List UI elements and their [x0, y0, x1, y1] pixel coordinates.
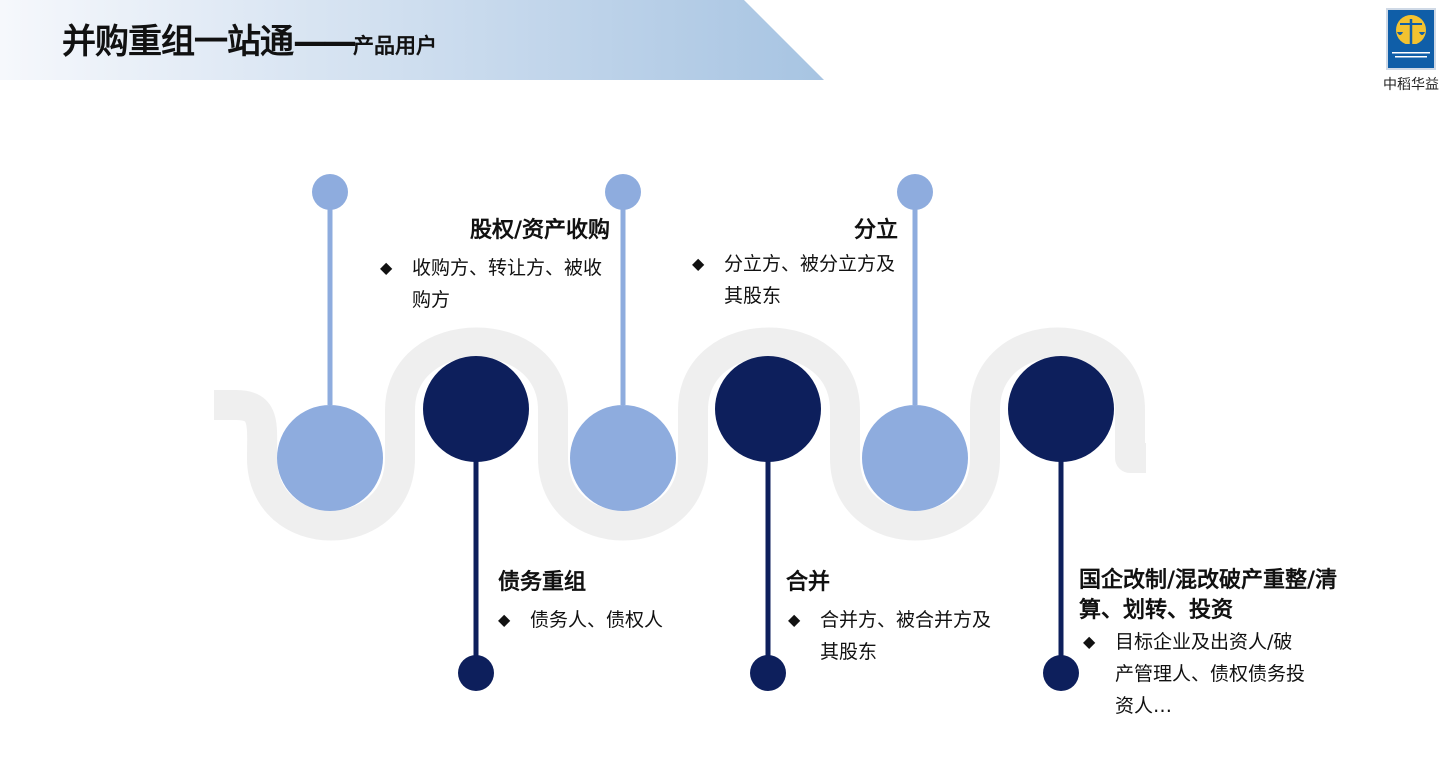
diamond-bullet-icon: ◆: [1083, 632, 1096, 651]
page-title: 并购重组一站通——产品用户: [62, 14, 437, 63]
stage-bullet: ◆ 目标企业及出资人/破产管理人、债权债务投资人…: [1079, 626, 1369, 722]
diamond-bullet-icon: ◆: [788, 610, 801, 629]
stage-bullet-text: 合并方、被合并方及其股东: [820, 609, 992, 663]
company-logo: 中稻华益: [1372, 8, 1452, 98]
node-2: [423, 356, 529, 462]
diamond-bullet-icon: ◆: [380, 258, 393, 277]
stage-division: 分立 ◆ 分立方、被分立方及其股东: [692, 216, 898, 312]
node-5: [862, 405, 968, 511]
stage-debt-restructuring: 债务重组 ◆ 债务人、债权人: [498, 568, 718, 636]
wave-track: [214, 327, 1146, 541]
logo-name: 中稻华益: [1383, 77, 1439, 93]
diamond-bullet-icon: ◆: [498, 610, 511, 629]
pin-2: [458, 655, 494, 691]
node-4: [715, 356, 821, 462]
stage-bullet-text: 收购方、转让方、被收购方: [412, 257, 603, 311]
stage-bullet: ◆ 分立方、被分立方及其股东: [692, 248, 898, 312]
pin-5: [897, 174, 933, 210]
stage-bullet: ◆ 债务人、债权人: [498, 604, 718, 636]
pin-4: [750, 655, 786, 691]
pin-6: [1043, 655, 1079, 691]
stage-bullet: ◆ 合并方、被合并方及其股东: [786, 604, 1006, 668]
page-title-main: 并购重组一站通: [62, 22, 294, 62]
stage-soe-reform: 国企改制/混改破产重整/清算、划转、投资 ◆ 目标企业及出资人/破产管理人、债权…: [1079, 566, 1369, 722]
stage-equity-acquisition: 股权/资产收购 ◆ 收购方、转让方、被收购方: [380, 216, 610, 316]
stage-bullet: ◆ 收购方、转让方、被收购方: [380, 252, 610, 316]
node-1: [277, 405, 383, 511]
node-6: [1008, 356, 1114, 462]
pin-3: [605, 174, 641, 210]
page-title-sub: 产品用户: [353, 34, 437, 58]
stage-title: 股权/资产收购: [469, 218, 610, 243]
stage-title: 合并: [786, 570, 831, 595]
page-title-dash: ——: [293, 22, 357, 62]
stage-title: 分立: [853, 218, 898, 243]
logo-emblem: [1386, 8, 1436, 70]
node-3: [570, 405, 676, 511]
stage-bullet-text: 分立方、被分立方及其股东: [724, 253, 896, 307]
diamond-bullet-icon: ◆: [692, 254, 705, 273]
stage-bullet-text: 目标企业及出资人/破产管理人、债权债务投资人…: [1115, 631, 1306, 717]
scales-icon: [1392, 15, 1430, 58]
stage-bullet-text: 债务人、债权人: [530, 609, 664, 631]
title-band-shape: [0, 0, 824, 80]
stage-title: 债务重组: [498, 570, 587, 595]
stage-title: 国企改制/混改破产重整/清算、划转、投资: [1079, 568, 1338, 623]
title-band: [0, 0, 830, 80]
pin-1: [312, 174, 348, 210]
stage-merger: 合并 ◆ 合并方、被合并方及其股东: [786, 568, 1006, 668]
